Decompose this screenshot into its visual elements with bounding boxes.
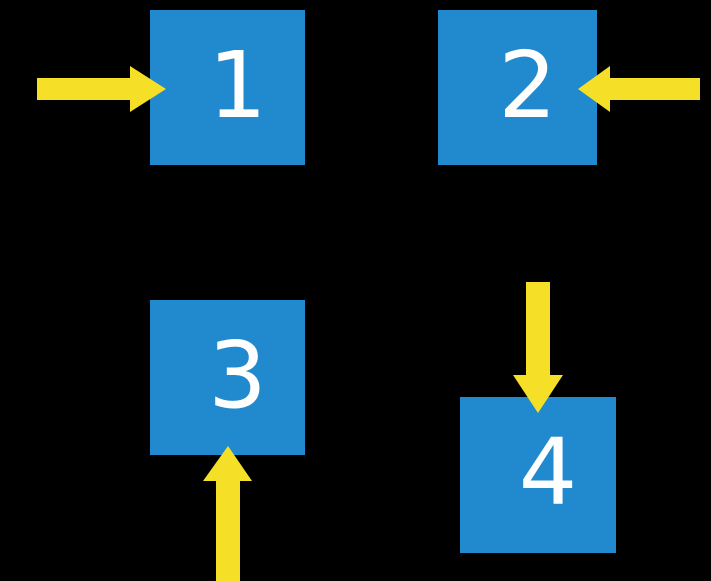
box-4[interactable]: 4 xyxy=(460,397,616,553)
arrow-up-icon xyxy=(203,446,252,581)
box-2[interactable]: 2 xyxy=(438,10,597,165)
arrow-down-icon xyxy=(513,282,563,413)
box-2-label: 2 xyxy=(498,31,557,139)
box-1-label: 1 xyxy=(208,31,267,139)
box-3-label: 3 xyxy=(208,321,267,429)
arrow-right-icon xyxy=(37,66,166,112)
box-4-label: 4 xyxy=(518,419,578,526)
box-3[interactable]: 3 xyxy=(150,300,305,455)
box-1[interactable]: 1 xyxy=(150,10,305,165)
